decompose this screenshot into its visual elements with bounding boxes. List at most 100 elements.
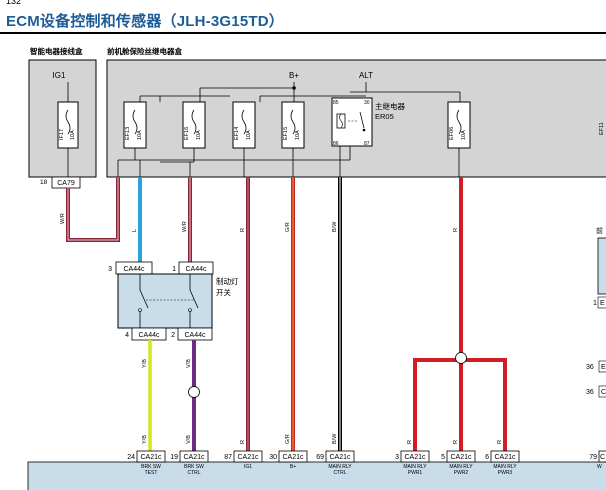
fuse-ef13: EF13 10A xyxy=(123,101,147,149)
wire-ra-label: R xyxy=(407,440,413,444)
ecm-pin-30-conn: CA21c xyxy=(282,454,304,461)
ecm-pin-69-num: 69 xyxy=(316,454,324,461)
wire-lg-label: Y/B xyxy=(142,359,148,368)
fuse-ef13-label: EF13 xyxy=(125,127,131,140)
wire-vb2-label: V/B xyxy=(186,435,192,444)
ecm-pin-79: 79 C W xyxy=(589,450,606,470)
bplus-power-label: B+ xyxy=(289,71,299,80)
wire-gr-label: G/R xyxy=(285,222,291,232)
ecm-pin-24-sig1: BRK SW xyxy=(141,464,161,470)
wire-l-label: L xyxy=(132,229,138,232)
ecm-pin-5: 5 CA21c MAIN RLY PWR2 xyxy=(441,450,476,476)
splice-point-main xyxy=(455,352,467,364)
wire-rc-label: R xyxy=(497,440,503,444)
ecm-pin-19-sig2: CTRL xyxy=(187,470,200,476)
brake-switch-label-2: 开关 xyxy=(216,287,231,297)
ca44-pin4: 4 xyxy=(125,332,129,339)
right-partial-module xyxy=(597,237,606,295)
right-stub-a-pin: 1 xyxy=(593,300,597,307)
ecm-pin-69-sig1: MAIN RLY xyxy=(328,464,352,470)
ecm-pin-69-conn: CA21c xyxy=(329,454,351,461)
ca79-pin: 18 xyxy=(40,179,48,186)
ecm-pin-87-num: 87 xyxy=(224,454,232,461)
ecm-pin-30-num: 30 xyxy=(269,454,277,461)
ecm-pin-87-sig1: IG1 xyxy=(244,464,252,470)
relay-pin-87: 87 xyxy=(364,141,370,147)
relay-code: ER05 xyxy=(375,112,394,121)
wire-r2-label: R xyxy=(240,440,246,444)
fuse-ef06-rating: 10A xyxy=(461,130,467,140)
right-stub-b-name: E xyxy=(601,364,606,371)
wire-gr2-label: G/R xyxy=(285,434,291,444)
fuse-if17-label: IF17 xyxy=(59,129,65,140)
fuse-ef15: EF15 10A xyxy=(281,101,305,149)
right-stub-b-pin: 36 xyxy=(586,364,594,371)
relay-pin-86: 86 xyxy=(333,141,339,147)
ecm-pin-19: 19 CA21c BRK SW CTRL xyxy=(170,450,209,476)
wire-vb-label: V/B xyxy=(186,359,192,368)
fuse-ef11-label: EF11 xyxy=(599,122,605,135)
fuse-ef15-label: EF15 xyxy=(283,127,289,140)
ecm-pin-5-conn: CA21c xyxy=(450,454,472,461)
relay-name: 主继电器 xyxy=(375,101,405,111)
brake-light-switch xyxy=(117,273,213,329)
wire-r1-label: R xyxy=(240,228,246,232)
wire-bw-label: B/W xyxy=(332,221,338,232)
page-number: 132 xyxy=(6,0,22,6)
right-box-label: 前 xyxy=(596,226,603,235)
wire-yb2-label: Y/B xyxy=(142,435,148,444)
wire-r-main-label: R xyxy=(453,228,459,232)
alt-power-label: ALT xyxy=(359,71,373,80)
wire-wr2-label: W/R xyxy=(182,221,188,232)
fuse-ef15-rating: 10A xyxy=(295,130,301,140)
fuse-ef14-label: EF14 xyxy=(234,127,240,140)
fuse-ef13-rating: 10A xyxy=(137,130,143,140)
ca44-pin2-name: CA44c xyxy=(184,332,206,339)
ecm-module xyxy=(27,461,606,490)
ecm-pin-19-sig1: BRK SW xyxy=(184,464,204,470)
right-stub-c-name: C xyxy=(601,389,606,396)
wire-rb-label: R xyxy=(453,440,459,444)
ca44-pin4-name: CA44c xyxy=(138,332,160,339)
ecm-pin-19-conn: CA21c xyxy=(183,454,205,461)
ecm-pin-3-conn: CA21c xyxy=(404,454,426,461)
ecm-pin-30-sig1: B+ xyxy=(290,464,296,470)
ecm-pin-24-sig2: TEST xyxy=(145,470,158,476)
fuse-ef06-label: EF06 xyxy=(449,127,455,140)
ecm-pin-24-num: 24 xyxy=(127,454,135,461)
page-title: ECM设备控制和传感器（JLH-3G15TD） xyxy=(6,13,284,30)
fuse-ef16-rating: 10A xyxy=(196,130,202,140)
ecm-pin-5-sig1: MAIN RLY xyxy=(449,464,473,470)
fuse-ef14: EF14 10A xyxy=(232,101,256,149)
ecm-pin-79-sig1: W xyxy=(597,464,602,470)
front-box-label: 前机舱保险丝继电器盒 xyxy=(107,46,182,56)
ecm-pin-6: 6 CA21c MAIN RLY PWR3 xyxy=(485,450,520,476)
fuse-ef16-label: EF16 xyxy=(184,127,190,140)
wire-wr-label: W/R xyxy=(60,213,66,224)
right-stub-a-name: E xyxy=(600,300,605,307)
wire-bw2-label: B/W xyxy=(332,433,338,444)
ecm-pin-5-num: 5 xyxy=(441,454,445,461)
ca79-name: CA79 xyxy=(57,180,75,187)
ca44-pin3: 3 xyxy=(108,266,112,273)
ecm-pin-3-sig1: MAIN RLY xyxy=(403,464,427,470)
smart-box-label: 智能电器接线盒 xyxy=(30,46,83,56)
ecm-pin-30: 30 CA21c B+ xyxy=(269,450,308,470)
ecm-pin-79-num: 79 xyxy=(589,454,597,461)
fuse-ef06: EF06 10A xyxy=(447,101,471,149)
ecm-pin-19-num: 19 xyxy=(170,454,178,461)
ecm-pin-6-sig1: MAIN RLY xyxy=(493,464,517,470)
ca44-pin3-name: CA44c xyxy=(123,266,145,273)
ecm-pin-3-num: 3 xyxy=(395,454,399,461)
ecm-pin-6-conn: CA21c xyxy=(494,454,516,461)
main-relay-er05: 85 30 86 87 xyxy=(331,97,373,147)
right-stub-c-pin: 36 xyxy=(586,389,594,396)
brake-switch-label-1: 制动灯 xyxy=(216,276,239,286)
ecm-pin-69-sig2: CTRL xyxy=(333,470,346,476)
relay-pin-85: 85 xyxy=(333,100,339,106)
ecm-pin-5-sig2: PWR2 xyxy=(454,470,469,476)
fuse-if17: IF17 10A xyxy=(57,101,79,149)
ca44-pin2: 2 xyxy=(171,332,175,339)
fuse-if17-rating: 10A xyxy=(70,130,76,140)
